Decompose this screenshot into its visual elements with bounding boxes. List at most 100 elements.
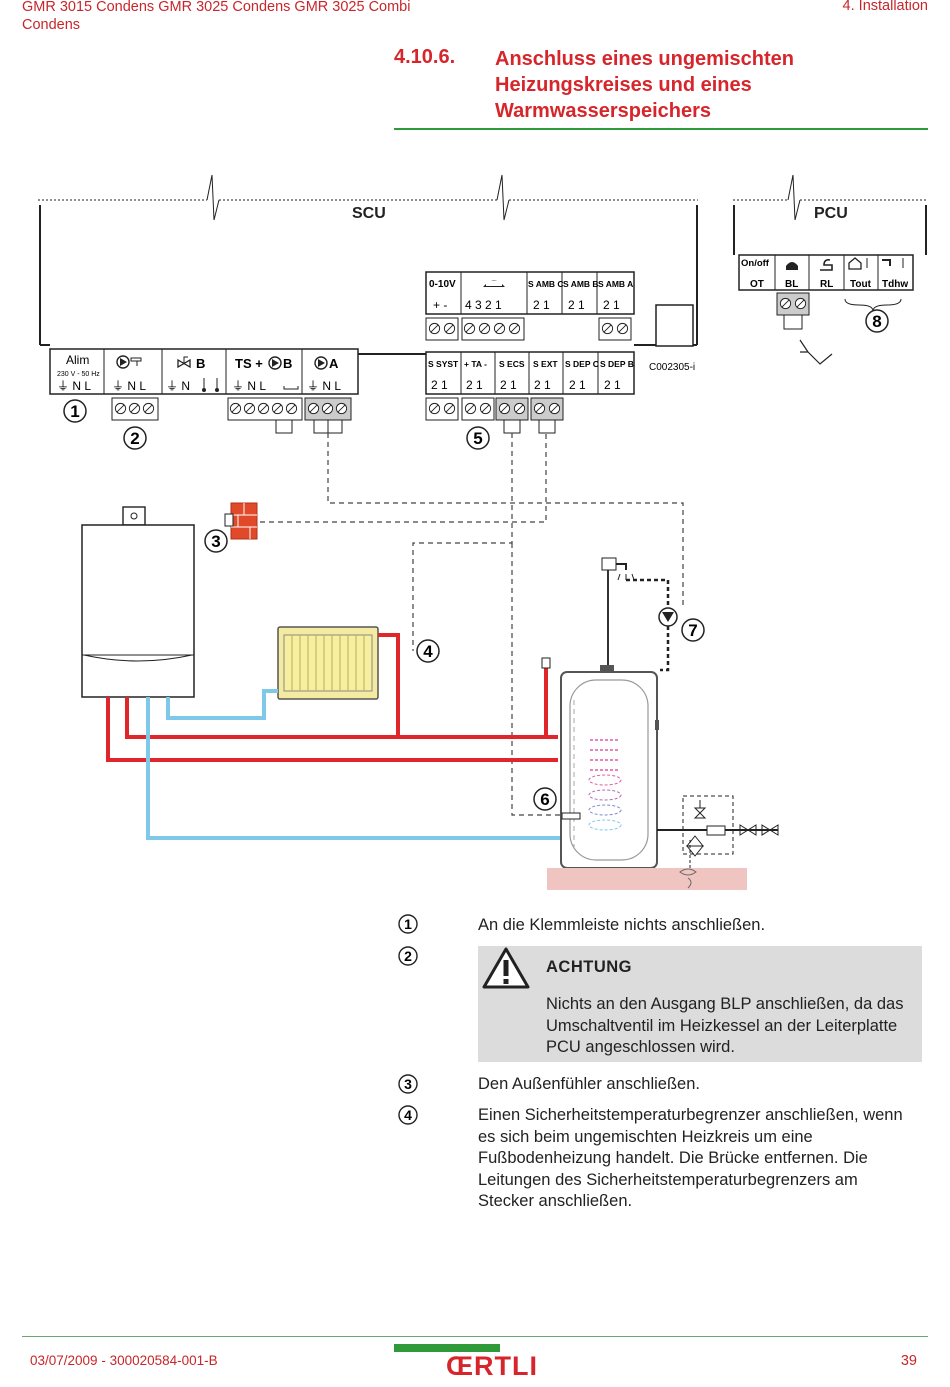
terminal-s-dep-c: S DEP C [565,359,599,369]
legend-3-text: Den Außenfühler anschließen. [478,1075,700,1093]
boiler-unit [81,506,195,698]
terminal-s-dep-b: S DEP B [600,359,634,369]
terminal-ta-pins: 2 1 [466,378,483,392]
outdoor-house-icon [848,257,862,270]
rl-unlock-icon [820,259,833,271]
terminal-samb-a-pins: 2 1 [603,298,620,312]
warning-triangle-icon [482,947,530,989]
dhw-storage-tank [560,665,659,876]
callout-3: 3 [211,532,220,551]
section-rule [394,128,928,130]
callout-8: 8 [872,312,881,331]
pcu-terminal-rl: RL [820,279,833,290]
legend-marker-3: 3 [398,1074,418,1094]
terminal-0-10v: 0-10V [429,279,456,290]
tap-icon [882,259,891,266]
sensor-cables [251,433,684,816]
bl-lock-icon [786,262,798,270]
header-product: GMR 3015 Condens GMR 3025 Condens GMR 30… [22,0,411,33]
valve-icon [177,356,191,369]
legend-4-number: 4 [404,1107,412,1123]
terminal-s-dep-c-pins: 2 1 [569,378,586,392]
dhw-tap [601,557,670,668]
terminal-s-syst: S SYST [428,359,459,369]
terminal-samb-a: S AMB A [598,279,633,289]
terminal-s-ecs: S ECS [499,359,525,369]
thermometer-icon [202,378,219,392]
terminal-valve-b: B [196,356,205,371]
callout-7: 7 [688,621,697,640]
circulation-pump-icon [658,607,678,672]
scu-label: SCU [352,205,386,222]
terminal-dhw-pump-pins: ⏚ N L [112,379,146,393]
callout-4: 4 [423,642,433,661]
footer-date-docnumber: 03/07/2009 - 300020584-001-B [30,1353,218,1368]
header-chapter: 4. Installation [842,0,928,14]
reference-code: C002305-i [649,362,695,373]
terminal-ts-b: B [283,356,292,371]
safety-valve-group [657,795,779,868]
legend-1-number: 1 [404,916,412,932]
page-number: 39 [900,1353,917,1369]
scu-sensor-terminal-block: S SYST + TA - S ECS S EXT S DEP C S DEP … [425,351,695,434]
scu-power-terminal-block: Alim 230 V - 50 Hz ⏚ N L ⏚ N L B ⏚ N TS … [49,348,359,434]
dhw-pump-icon [116,355,142,369]
terminal-ts: TS + [235,356,263,371]
terminal-alim-voltage: 230 V - 50 Hz [57,371,100,378]
radiator [277,626,379,700]
drain-icon [679,868,697,889]
terminal-valve-pins: ⏚ N [166,379,190,393]
legend-marker-1: 1 [398,914,418,934]
terminal-samb-c: S AMB C [528,279,564,289]
scu-top-terminal-block: 0-10V + - 4 3 2 1 S AMB C S AMB B S AMB … [425,271,694,347]
pcu-terminal-onoff: On/off [741,258,770,269]
hot-pipes [106,633,558,762]
legend-marker-2: 2 [398,946,418,966]
legend-marker-4: 4 [398,1105,418,1125]
pcu-terminal-block: On/off OT BL RL Tout Tdhw [738,254,914,365]
pcu-housing: PCU [733,174,928,255]
terminal-pump-a-pins: ⏚ N L [307,379,341,393]
footer-rule [22,1336,928,1337]
terminal-ts-pins: ⏚ N L [232,379,266,393]
terminal-s-ext-pins: 2 1 [534,378,551,392]
terminal-samb-c-pins: 2 1 [533,298,550,312]
warning-text: Nichts an den Ausgang BLP anschließen, d… [546,995,904,1056]
terminal-s-syst-pins: 2 1 [431,378,448,392]
floor [547,868,747,890]
callout-1: 1 [70,402,79,421]
callout-6: 6 [540,790,549,809]
terminal-s-ecs-pins: 2 1 [500,378,517,392]
wiring-diagram: SCU PCU 0-10V + - 4 3 2 1 S AMB C S AMB … [38,174,928,890]
footer-accent-bar [394,1344,500,1352]
legend-1-text: An die Klemmleiste nichts anschließen. [478,916,766,934]
legend-4-text: Einen Sicherheitstemperaturbegrenzer ans… [478,1106,903,1210]
pcu-label: PCU [814,205,848,222]
cold-pipes [146,689,560,840]
section-title: Anschluss eines ungemischten Heizungskre… [495,48,794,122]
pump-b-icon [268,356,282,370]
bus-connector-icon [483,280,505,287]
disconnect-arrow-icon [799,339,833,365]
terminal-s-dep-b-pins: 2 1 [604,378,621,392]
pcu-terminal-bl: BL [785,279,798,290]
pcu-terminal-tdhw: Tdhw [882,279,908,290]
callout-5: 5 [473,429,482,448]
outdoor-sensor-icon [224,502,258,540]
pump-a-icon [314,356,328,370]
legend-2-number: 2 [404,948,412,964]
warning-title: ACHTUNG [546,958,632,976]
terminal-bus-pins: 4 3 2 1 [465,298,502,312]
brand-logo: ŒRTLI [446,1351,538,1381]
terminal-samb-b: S AMB B [563,279,599,289]
legend-3-number: 3 [404,1076,412,1092]
terminal-pump-a: A [329,356,339,371]
section-number: 4.10.6. [394,46,456,68]
terminal-alim: Alim [66,353,89,367]
terminal-s-ext: S EXT [533,359,558,369]
terminal-alim-pins: ⏚ N L [57,379,91,393]
terminal-samb-b-pins: 2 1 [568,298,585,312]
pcu-terminal-tout: Tout [850,279,872,290]
terminal-ta: + TA - [464,359,487,369]
terminal-0-10v-pins: + - [433,298,447,312]
